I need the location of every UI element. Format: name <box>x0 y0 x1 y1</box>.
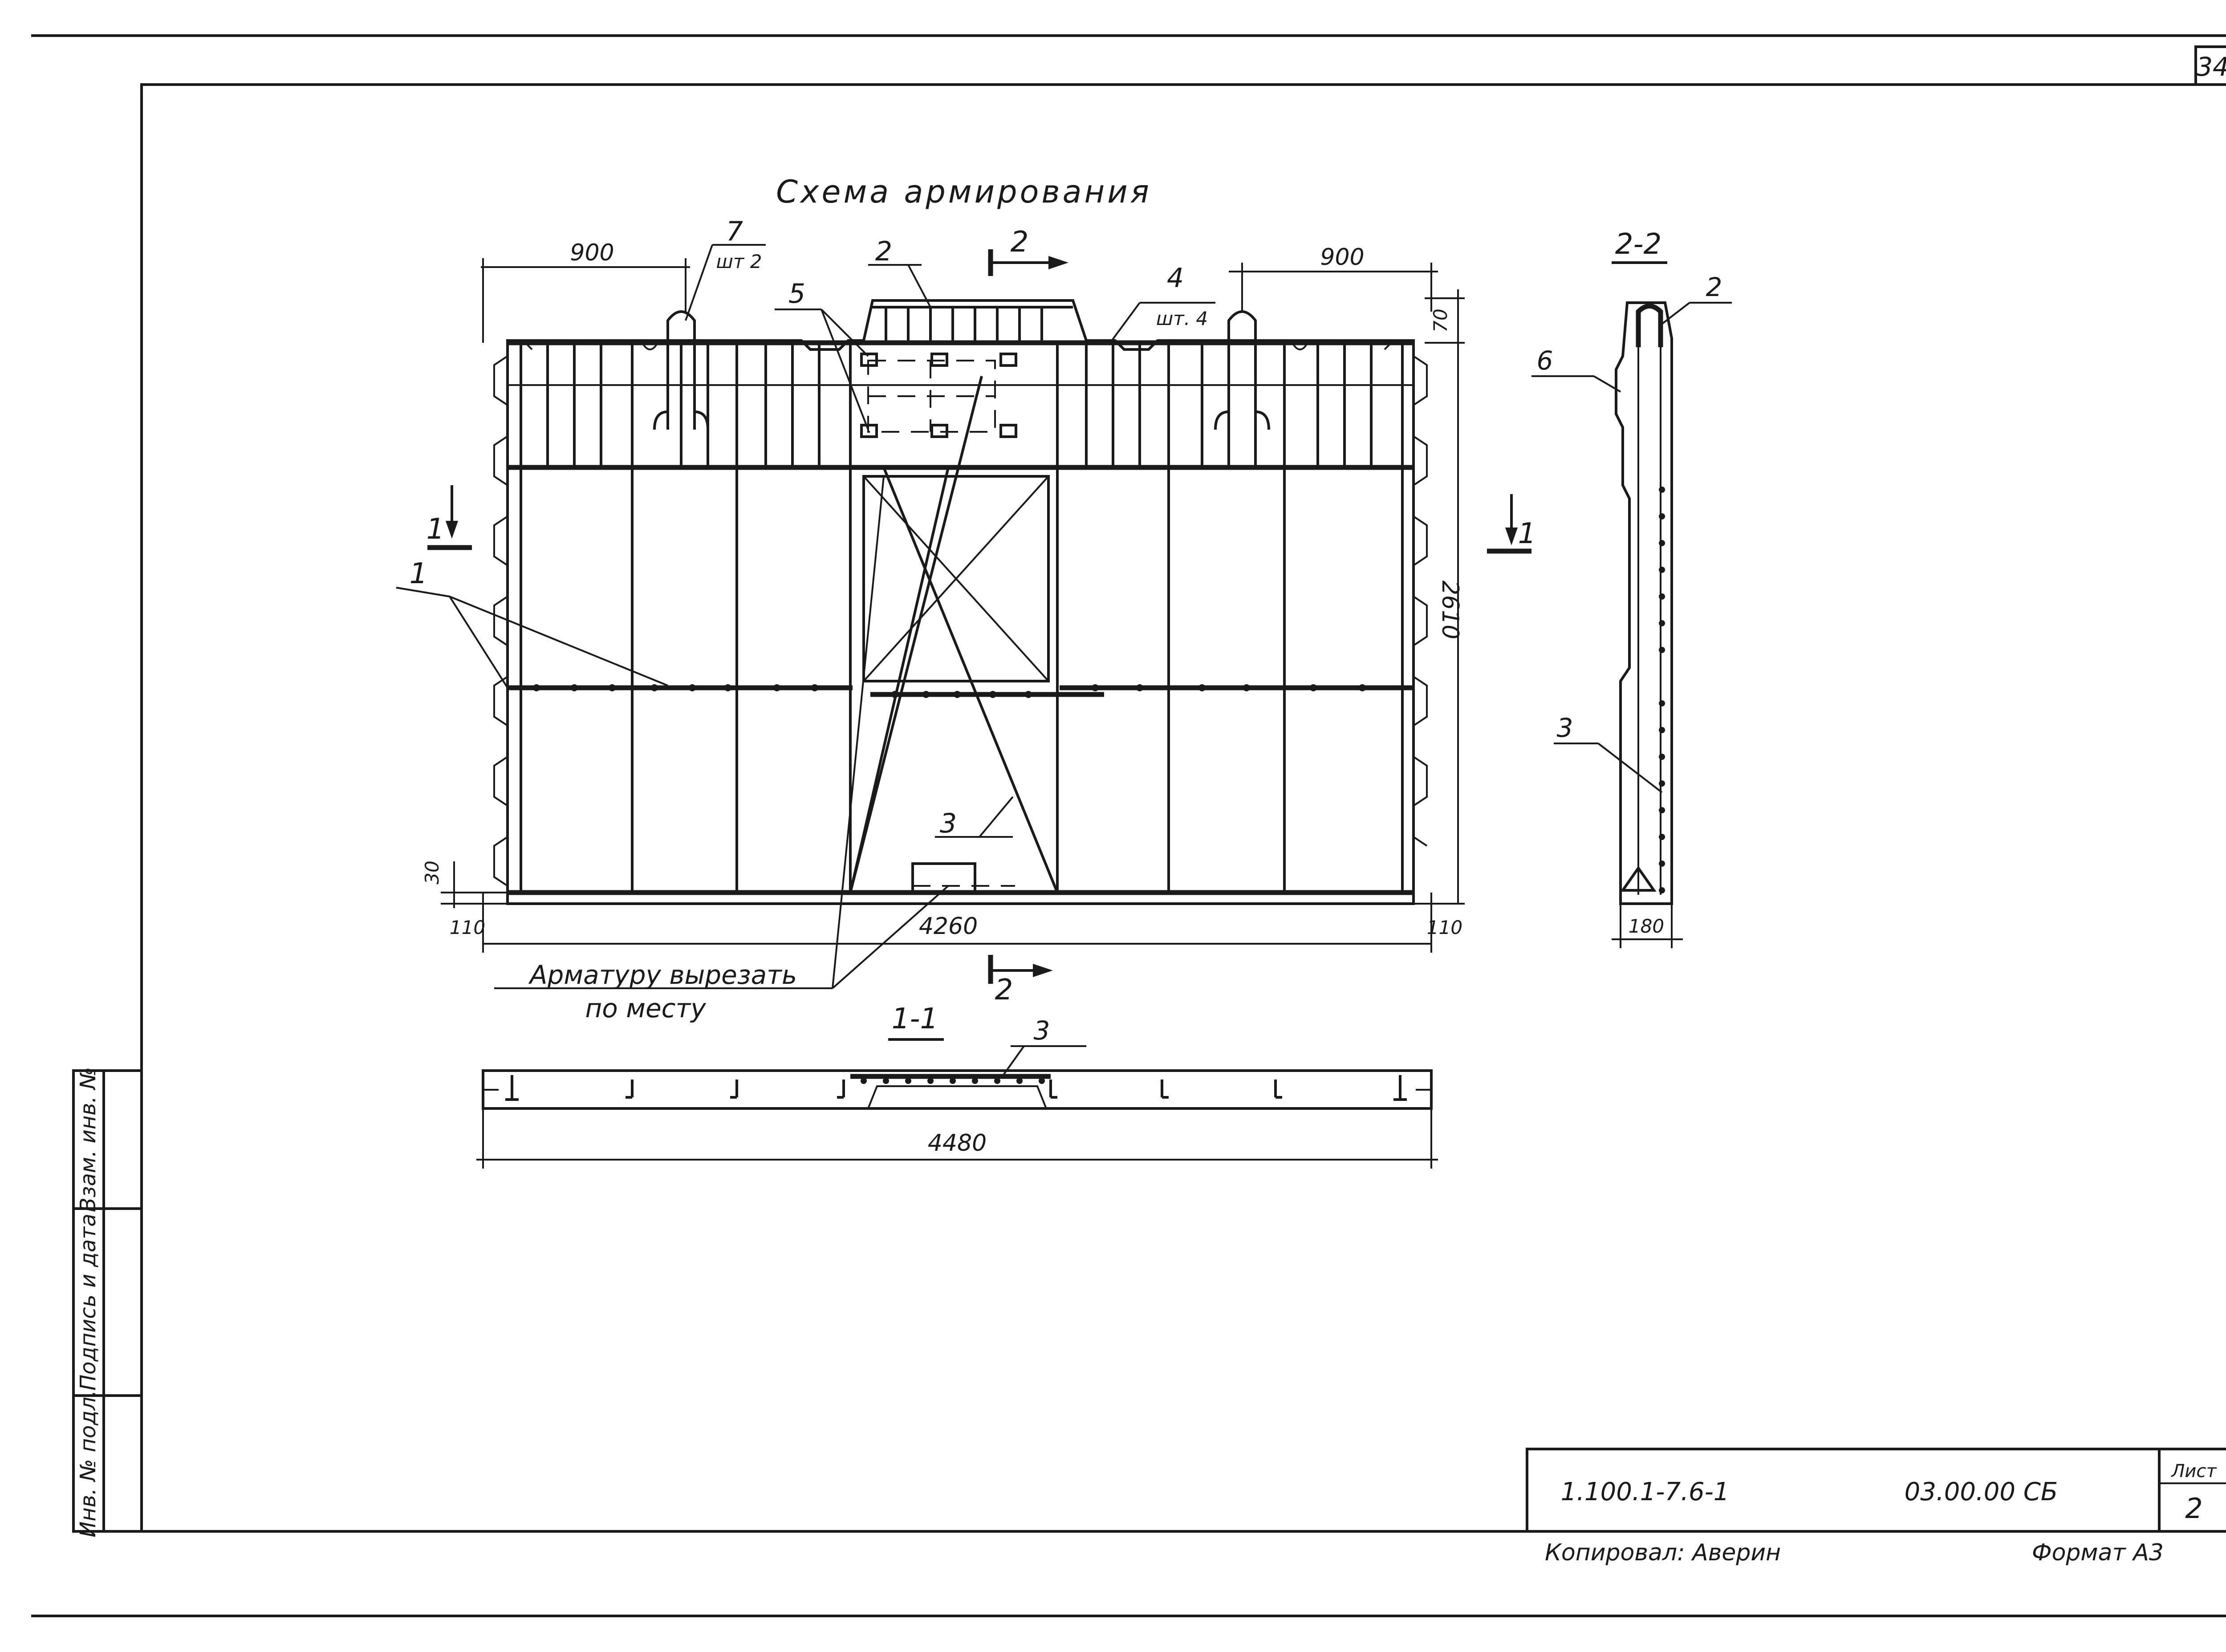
section-1-1-title: 1-1 <box>892 1003 938 1035</box>
callout-1: 1 <box>410 557 428 590</box>
section-mark-2-top: 2 <box>1011 226 1029 259</box>
note-line-2: по месту <box>585 993 706 1023</box>
sheet-label: Лист <box>2170 1461 2217 1482</box>
copied-by: Копировал: Аверин <box>1545 1539 1781 1566</box>
sheet-frame: 34 <box>31 34 2226 1617</box>
main-elevation <box>493 299 1428 905</box>
section-2-2-callout-2: 2 <box>1706 272 1722 302</box>
section-mark-1-right: 1 <box>1518 517 1536 550</box>
side-stamp: Взам. инв. № Подпись и дата Инв. № подл. <box>72 1067 143 1538</box>
title-block: 1.100.1-7.6-1 03.00.00 СБ Лист 2 Копиров… <box>1526 1448 2226 1566</box>
page-number: 34 <box>2196 52 2226 82</box>
dim-70: 70 <box>1430 308 1451 332</box>
section-1-1-callout-3: 3 <box>1034 1015 1050 1046</box>
callout-7: 7 <box>726 216 743 247</box>
stirrups-top-zone <box>546 343 1373 467</box>
dim-900-left: 900 <box>570 239 614 266</box>
section-2-2: 2-2 2 6 3 180 <box>1531 228 1732 948</box>
callout-4-qty: шт. 4 <box>1156 308 1208 329</box>
note-line-1: Арматуру вырезать <box>528 960 797 990</box>
format-label: Формат А3 <box>2032 1539 2164 1566</box>
section-2-2-title: 2-2 <box>1615 228 1662 261</box>
dim-180: 180 <box>1629 915 1664 937</box>
stamp-sign-date: Подпись и дата <box>76 1214 101 1391</box>
section-2-2-callout-3: 3 <box>1557 713 1573 743</box>
section-2-2-callout-6: 6 <box>1537 345 1553 376</box>
dim-110-right: 110 <box>1427 917 1462 938</box>
section-mark-1-left: 1 <box>427 513 445 546</box>
doc-designation: 03.00.00 СБ <box>1905 1477 2058 1506</box>
dim-30: 30 <box>421 861 443 884</box>
section-mark-2-bottom: 2 <box>995 974 1013 1007</box>
section-marks: 2 2 1 1 <box>427 226 1536 1007</box>
callouts-main: 1 7 шт 2 2 5 4 шт. 4 3 <box>396 216 1215 839</box>
dim-900-right: 900 <box>1320 244 1364 271</box>
top-hump-rebar <box>870 306 1073 344</box>
dim-4480: 4480 <box>928 1130 987 1157</box>
lifting-loop-right <box>1214 310 1270 430</box>
cut-note: Арматуру вырезать по месту <box>494 476 949 1023</box>
dim-4260: 4260 <box>919 913 978 940</box>
dim-2610: 2610 <box>1437 580 1463 639</box>
lifting-loop-left <box>653 310 709 430</box>
doc-code: 1.100.1-7.6-1 <box>1561 1477 1730 1506</box>
callout-3: 3 <box>940 808 957 839</box>
stamp-ref-number: Взам. инв. № <box>76 1067 101 1212</box>
scheme-title: Схема армирования <box>776 174 1152 210</box>
section-1-1: 1-1 3 4480 <box>476 1003 1438 1169</box>
main-dimensions: 900 900 70 2610 4260 110 110 30 <box>421 239 1465 953</box>
callout-2: 2 <box>875 236 892 267</box>
stamp-inv-number: Инв. № подл. <box>76 1390 101 1537</box>
callout-4: 4 <box>1167 263 1184 294</box>
page-number-box <box>2194 45 2226 86</box>
callout-5: 5 <box>788 278 805 309</box>
sheet-number: 2 <box>2185 1492 2202 1525</box>
callout-7-qty: шт 2 <box>716 251 762 272</box>
dim-110-left: 110 <box>450 917 485 938</box>
